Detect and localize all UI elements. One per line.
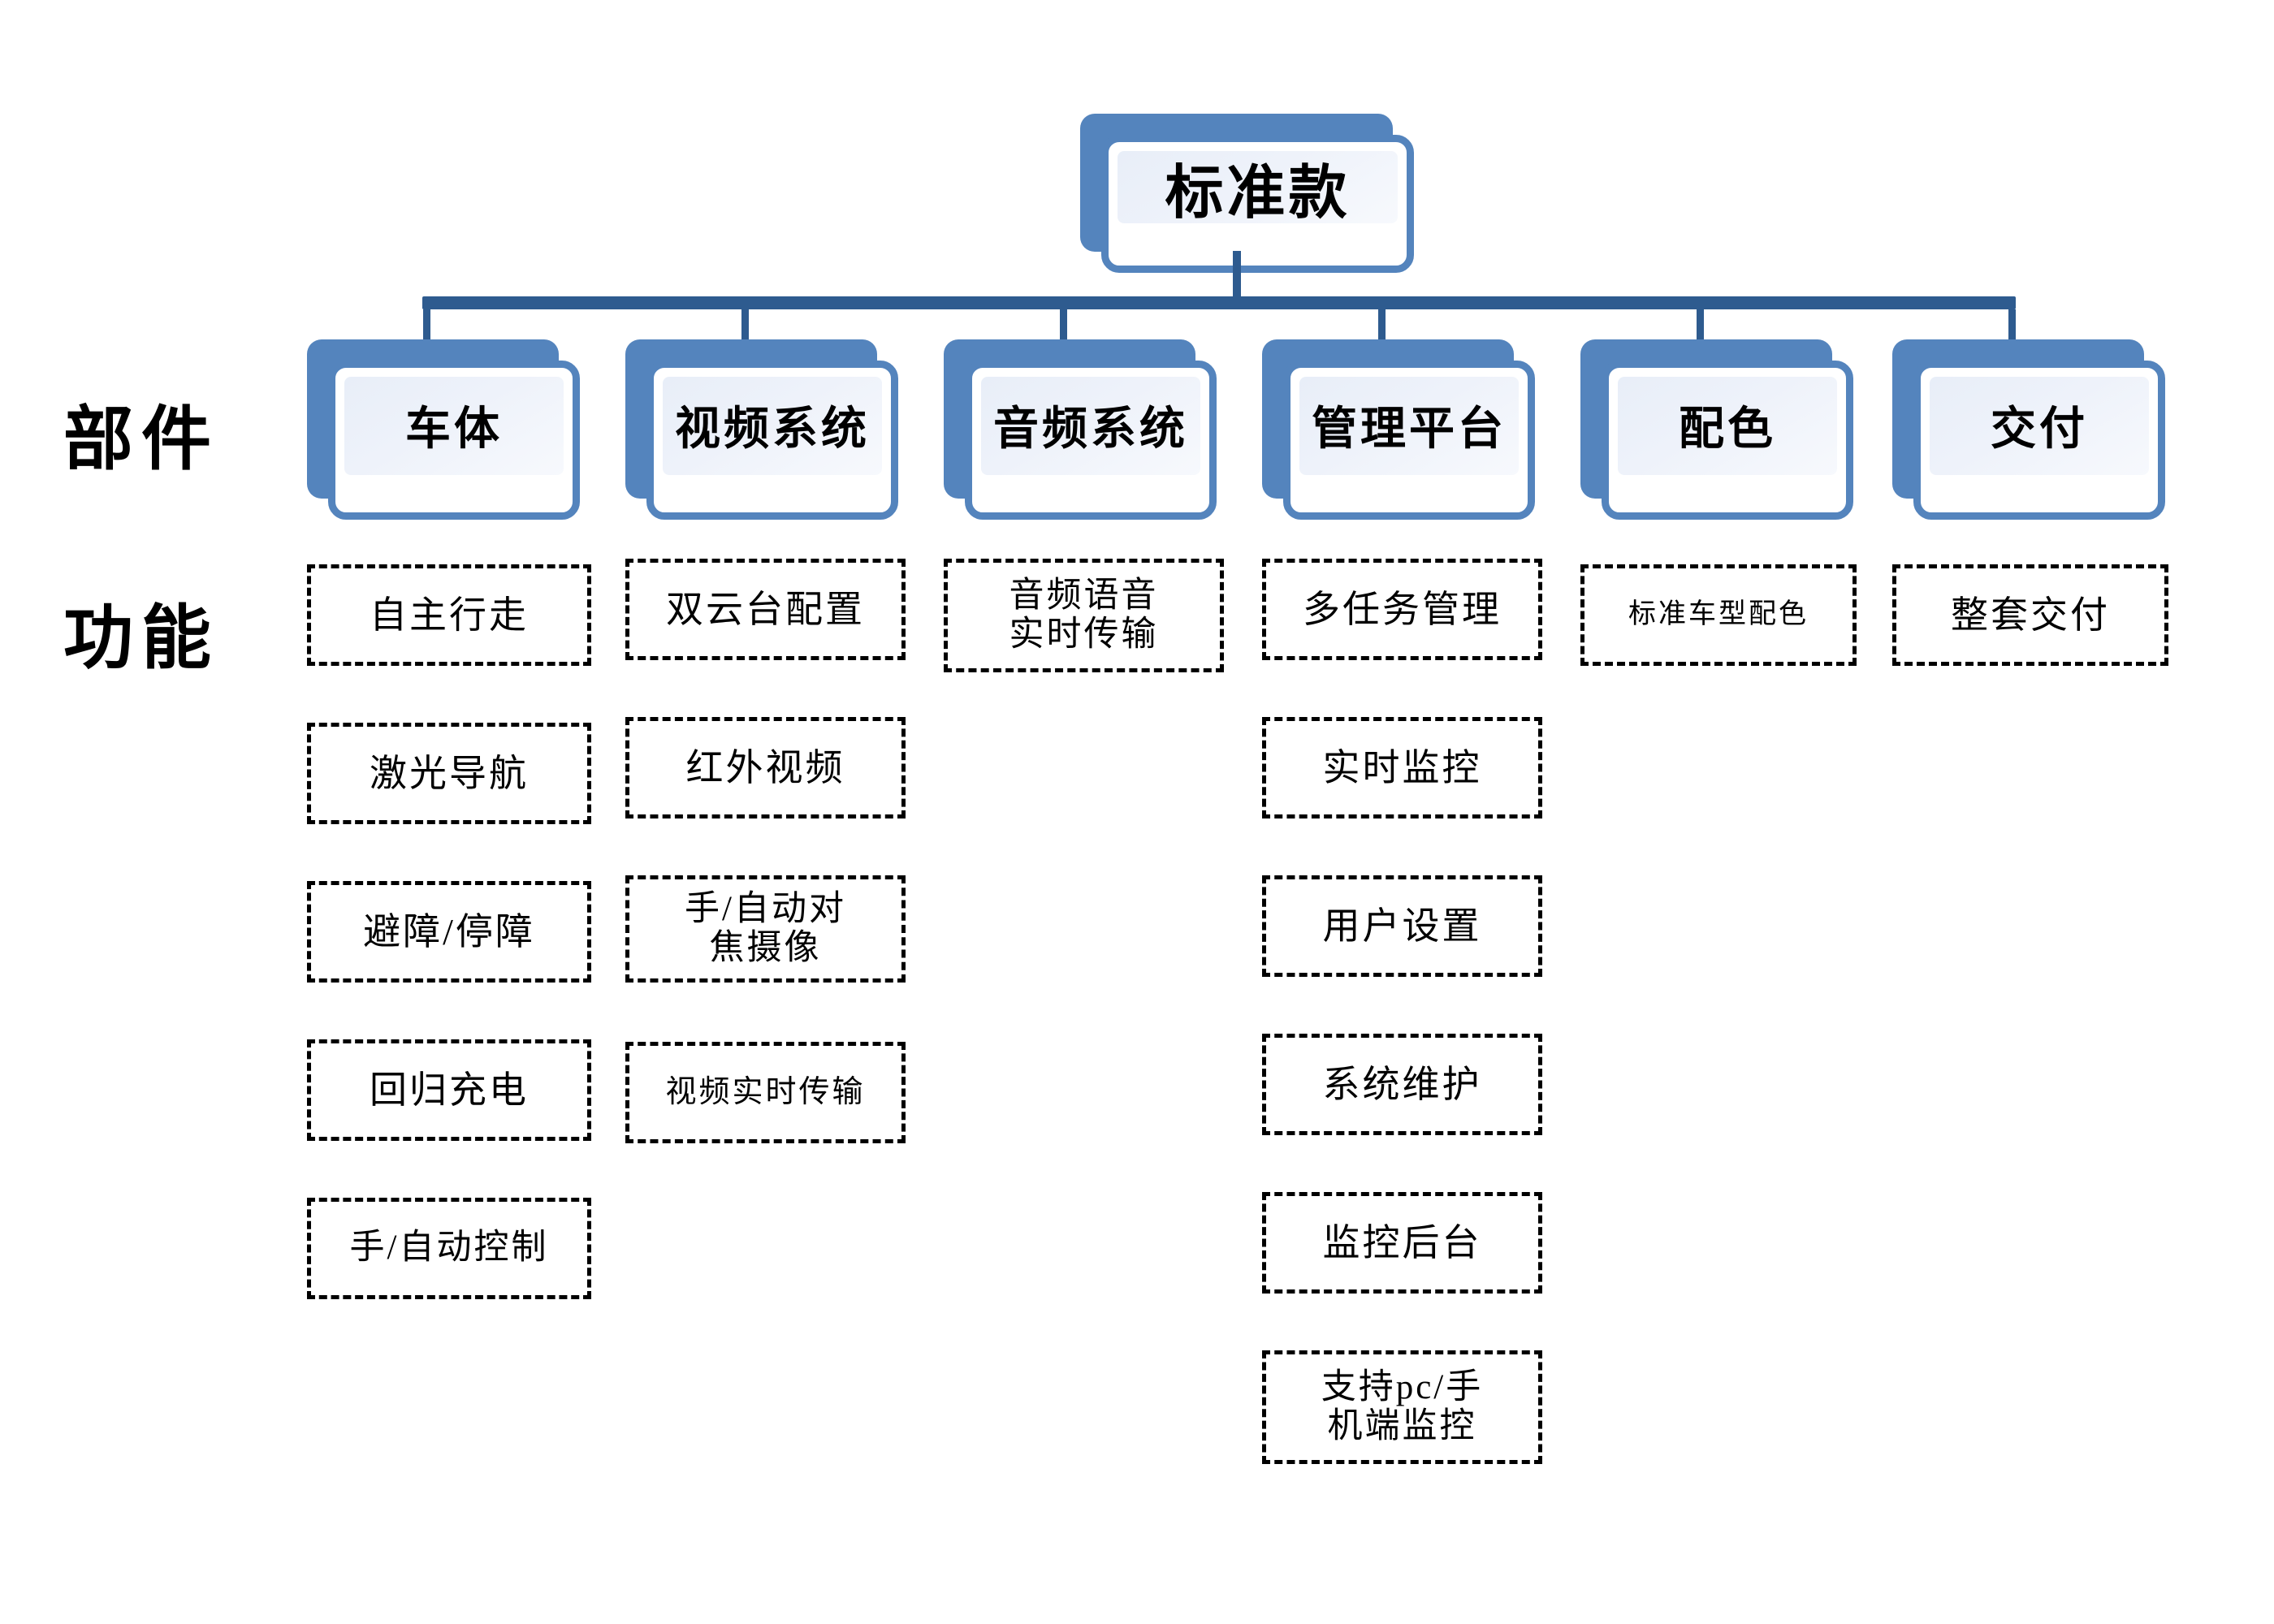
node-component-3[interactable]: 音频系统 — [944, 339, 1217, 520]
connector-drop-6 — [2008, 309, 2016, 342]
function-box[interactable]: 手/自动控制 — [307, 1198, 591, 1299]
function-box[interactable]: 支持pc/手机端监控 — [1262, 1350, 1542, 1464]
node-component-2[interactable]: 视频系统 — [625, 339, 898, 520]
node-component-label: 管理平台 — [1312, 404, 1507, 455]
node-root-label: 标准款 — [1165, 160, 1351, 226]
function-box[interactable]: 自主行走 — [307, 564, 591, 666]
function-box[interactable]: 系统维护 — [1262, 1034, 1542, 1135]
function-box-label: 支持pc/手机端监控 — [1321, 1367, 1484, 1445]
node-component-label: 配色 — [1679, 404, 1776, 455]
function-box-label: 避障/停障 — [363, 910, 535, 952]
function-box[interactable]: 激光导航 — [307, 723, 591, 824]
function-box[interactable]: 音频语音实时传输 — [944, 559, 1224, 672]
function-box-label: 系统维护 — [1322, 1063, 1482, 1105]
node-component-1[interactable]: 车体 — [307, 339, 580, 520]
node-root[interactable]: 标准款 — [1080, 114, 1414, 273]
function-box-label: 多任务管理 — [1303, 588, 1502, 630]
node-component-label: 交付 — [1991, 404, 2088, 455]
card-front-layer: 配色 — [1602, 361, 1853, 520]
connector-drop-1 — [423, 309, 430, 342]
card-inner-panel — [1118, 151, 1398, 223]
function-box[interactable]: 整套交付 — [1892, 564, 2168, 666]
function-box-label: 红外视频 — [685, 746, 845, 788]
function-box[interactable]: 监控后台 — [1262, 1192, 1542, 1294]
function-box[interactable]: 用户设置 — [1262, 875, 1542, 977]
function-box[interactable]: 实时监控 — [1262, 717, 1542, 818]
node-component-5[interactable]: 配色 — [1580, 339, 1853, 520]
function-box[interactable]: 回归充电 — [307, 1039, 591, 1141]
function-box-label: 标准车型配色 — [1628, 599, 1809, 630]
function-box-label: 自主行走 — [370, 594, 529, 636]
connector-drop-2 — [741, 309, 749, 342]
card-front-layer: 管理平台 — [1283, 361, 1535, 520]
card-front-layer: 交付 — [1913, 361, 2165, 520]
function-box[interactable]: 视频实时传输 — [625, 1042, 906, 1143]
connector-drop-3 — [1060, 309, 1067, 342]
function-box-label: 手/自动对焦摄像 — [685, 889, 846, 967]
function-box[interactable]: 避障/停障 — [307, 881, 591, 983]
card-front-layer: 音频系统 — [965, 361, 1217, 520]
connector-horizontal-bar — [422, 296, 2016, 309]
function-box-label: 手/自动控制 — [349, 1229, 549, 1268]
card-inner-panel — [1930, 377, 2149, 475]
card-inner-panel — [663, 377, 882, 475]
row-label-functions: 功能 — [63, 599, 219, 677]
function-box-label: 回归充电 — [370, 1069, 529, 1111]
function-box-label: 整套交付 — [1951, 594, 2110, 636]
card-front-layer: 标准款 — [1101, 135, 1414, 273]
row-label-components: 部件 — [63, 400, 219, 478]
node-component-label: 视频系统 — [675, 404, 870, 455]
card-inner-panel — [981, 377, 1200, 475]
card-inner-panel — [344, 377, 564, 475]
card-front-layer: 车体 — [328, 361, 580, 520]
node-component-4[interactable]: 管理平台 — [1262, 339, 1535, 520]
function-box[interactable]: 红外视频 — [625, 717, 906, 818]
function-box-label: 激光导航 — [370, 752, 529, 794]
function-box[interactable]: 多任务管理 — [1262, 559, 1542, 660]
connector-stem — [1233, 251, 1241, 301]
node-component-label: 车体 — [405, 404, 503, 455]
connector-drop-4 — [1378, 309, 1386, 342]
function-box[interactable]: 标准车型配色 — [1580, 564, 1857, 666]
node-component-label: 音频系统 — [993, 404, 1188, 455]
node-component-6[interactable]: 交付 — [1892, 339, 2165, 520]
function-box-label: 视频实时传输 — [665, 1075, 866, 1110]
function-box[interactable]: 手/自动对焦摄像 — [625, 875, 906, 983]
card-front-layer: 视频系统 — [646, 361, 898, 520]
connector-drop-5 — [1697, 309, 1704, 342]
function-box[interactable]: 双云台配置 — [625, 559, 906, 660]
card-inner-panel — [1618, 377, 1837, 475]
card-inner-panel — [1299, 377, 1519, 475]
function-box-label: 监控后台 — [1322, 1221, 1482, 1263]
function-box-label: 双云台配置 — [666, 588, 865, 630]
function-box-label: 音频语音实时传输 — [1009, 576, 1159, 654]
function-box-label: 用户设置 — [1322, 905, 1482, 947]
function-box-label: 实时监控 — [1322, 746, 1482, 788]
